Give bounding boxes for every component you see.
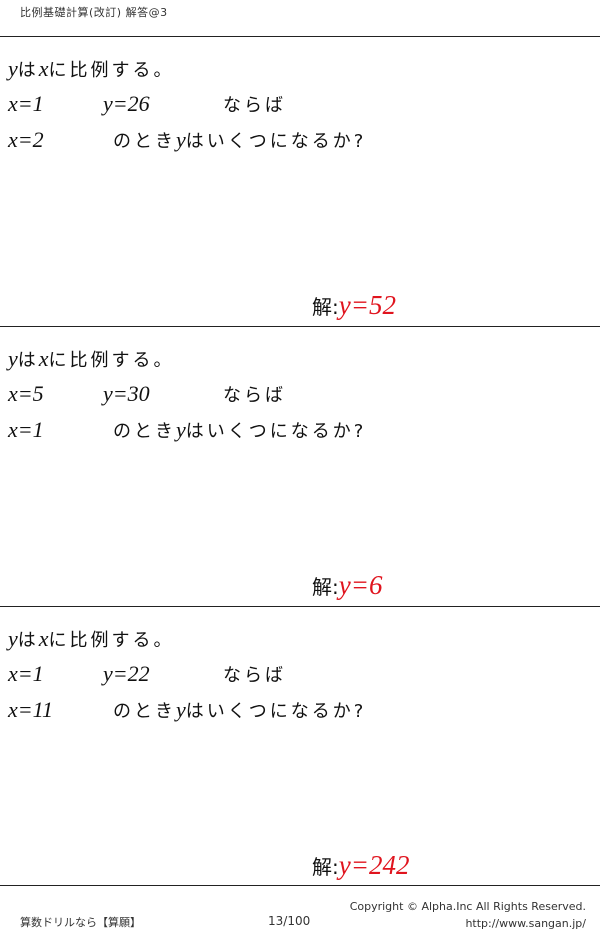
text: のとき [113,131,176,152]
var-y: y [8,56,18,81]
problem-statement: yはxに比例する。 [8,56,175,82]
page-number: 13/100 [268,914,311,928]
answer-label: 解: [312,295,339,319]
y-value: y=26 [103,91,150,116]
answer: 解:y=52 [312,290,396,321]
x-value: x=1 [8,91,44,116]
x-value: x=5 [8,381,44,406]
y-value: y=30 [103,381,150,406]
answer: 解:y=6 [312,570,382,601]
answer-value: y=52 [338,290,396,320]
y-value: y=22 [103,661,150,686]
x2-value: x=1 [8,417,44,442]
x2-value: x=11 [8,697,53,722]
text: は [17,60,39,81]
footer-brand: 算数ドリルなら【算願】 [20,916,141,929]
text: は [17,630,39,651]
given-text: ならば [223,665,286,686]
text: に比例する。 [48,630,175,651]
var-x: x [38,56,49,81]
text: はいくつになるか? [185,701,367,722]
x-value: x=1 [8,661,44,686]
given-values: x=5 y=30 ならば [8,381,283,407]
var-y: y [8,346,18,371]
text: のとき [113,701,176,722]
var-y: y [176,127,186,152]
answer: 解:y=242 [312,850,409,881]
given-text: ならば [223,385,286,406]
text: は [17,350,39,371]
given-text: ならば [223,95,286,116]
var-x: x [38,626,49,651]
text: に比例する。 [48,60,175,81]
text: のとき [113,421,176,442]
page-header: 比例基礎計算(改訂) 解答@3 [0,0,600,37]
given-values: x=1 y=26 ならば [8,91,283,117]
var-y: y [176,417,186,442]
question: x=2 のときyはいくつになるか? [8,127,363,153]
problem-statement: yはxに比例する。 [8,346,175,372]
problem-statement: yはxに比例する。 [8,626,175,652]
question: x=1 のときyはいくつになるか? [8,417,363,443]
problem-3: yはxに比例する。 x=1 y=22 ならば x=11 のときyはいくつになるか… [0,606,600,886]
given-values: x=1 y=22 ならば [8,661,283,687]
page-title: 比例基礎計算(改訂) 解答@3 [20,6,168,19]
problem-1: yはxに比例する。 x=1 y=26 ならば x=2 のときyはいくつになるか?… [0,36,600,327]
problem-2: yはxに比例する。 x=5 y=30 ならば x=1 のときyはいくつになるか?… [0,326,600,607]
footer-copyright: Copyright © Alpha.Inc All Rights Reserve… [349,900,586,913]
answer-value: y=242 [338,850,410,880]
text: はいくつになるか? [185,421,367,442]
text: に比例する。 [48,350,175,371]
answer-value: y=6 [338,570,383,600]
footer-url-link[interactable]: http://www.sangan.jp/ [465,917,586,930]
answer-label: 解: [312,575,339,599]
var-x: x [38,346,49,371]
var-y: y [8,626,18,651]
var-y: y [176,697,186,722]
text: はいくつになるか? [185,131,367,152]
x2-value: x=2 [8,127,44,152]
answer-label: 解: [312,855,339,879]
question: x=11 のときyはいくつになるか? [8,697,363,723]
